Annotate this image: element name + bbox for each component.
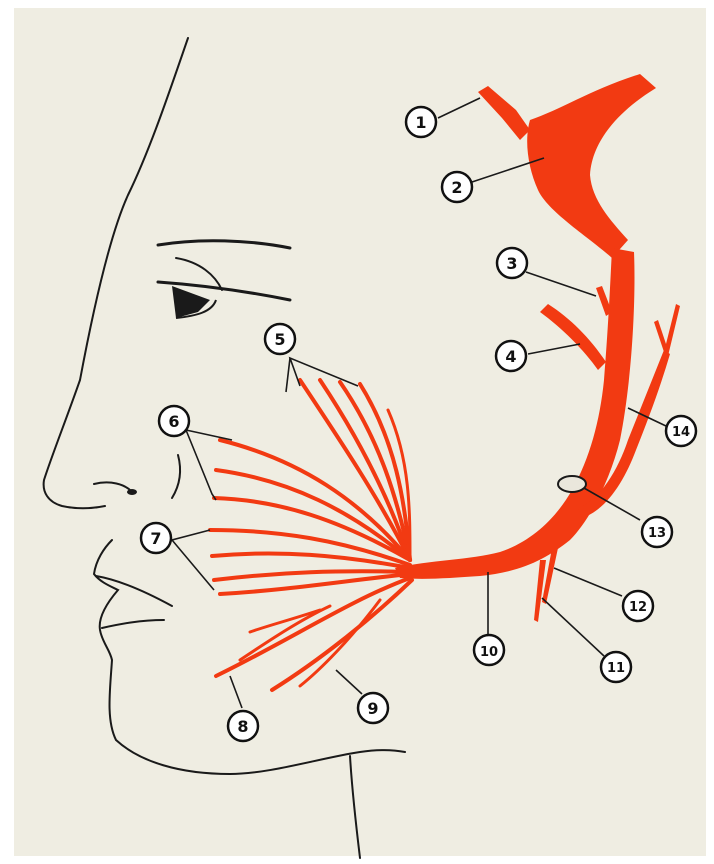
nostril-dot — [127, 489, 137, 495]
callout-6: 6 — [159, 406, 189, 436]
callout-5: 5 — [265, 324, 295, 354]
callout-11: 11 — [601, 652, 631, 682]
callout-12-label: 12 — [629, 600, 647, 615]
callout-3-label: 3 — [506, 254, 517, 273]
callout-8-label: 8 — [237, 717, 248, 736]
callout-2-label: 2 — [451, 178, 462, 197]
callout-9: 9 — [358, 693, 388, 723]
callout-2: 2 — [442, 172, 472, 202]
callout-10-label: 10 — [480, 645, 498, 660]
callout-7: 7 — [141, 523, 171, 553]
stylomastoid-ring — [558, 476, 586, 492]
callout-14-label: 14 — [672, 425, 690, 440]
callout-8: 8 — [228, 711, 258, 741]
callout-7-label: 7 — [150, 529, 161, 548]
callout-5-label: 5 — [274, 330, 285, 349]
callout-9-label: 9 — [367, 699, 378, 718]
callout-4-label: 4 — [505, 347, 516, 366]
callout-10: 10 — [474, 635, 504, 665]
callout-1-label: 1 — [415, 113, 426, 132]
callout-13: 13 — [642, 517, 672, 547]
callout-6-label: 6 — [168, 412, 179, 431]
callout-14: 14 — [666, 416, 696, 446]
callout-12: 12 — [623, 591, 653, 621]
callout-4: 4 — [496, 341, 526, 371]
callout-3: 3 — [497, 248, 527, 278]
callout-11-label: 11 — [607, 661, 625, 676]
callout-1: 1 — [406, 107, 436, 137]
callout-13-label: 13 — [648, 526, 666, 541]
